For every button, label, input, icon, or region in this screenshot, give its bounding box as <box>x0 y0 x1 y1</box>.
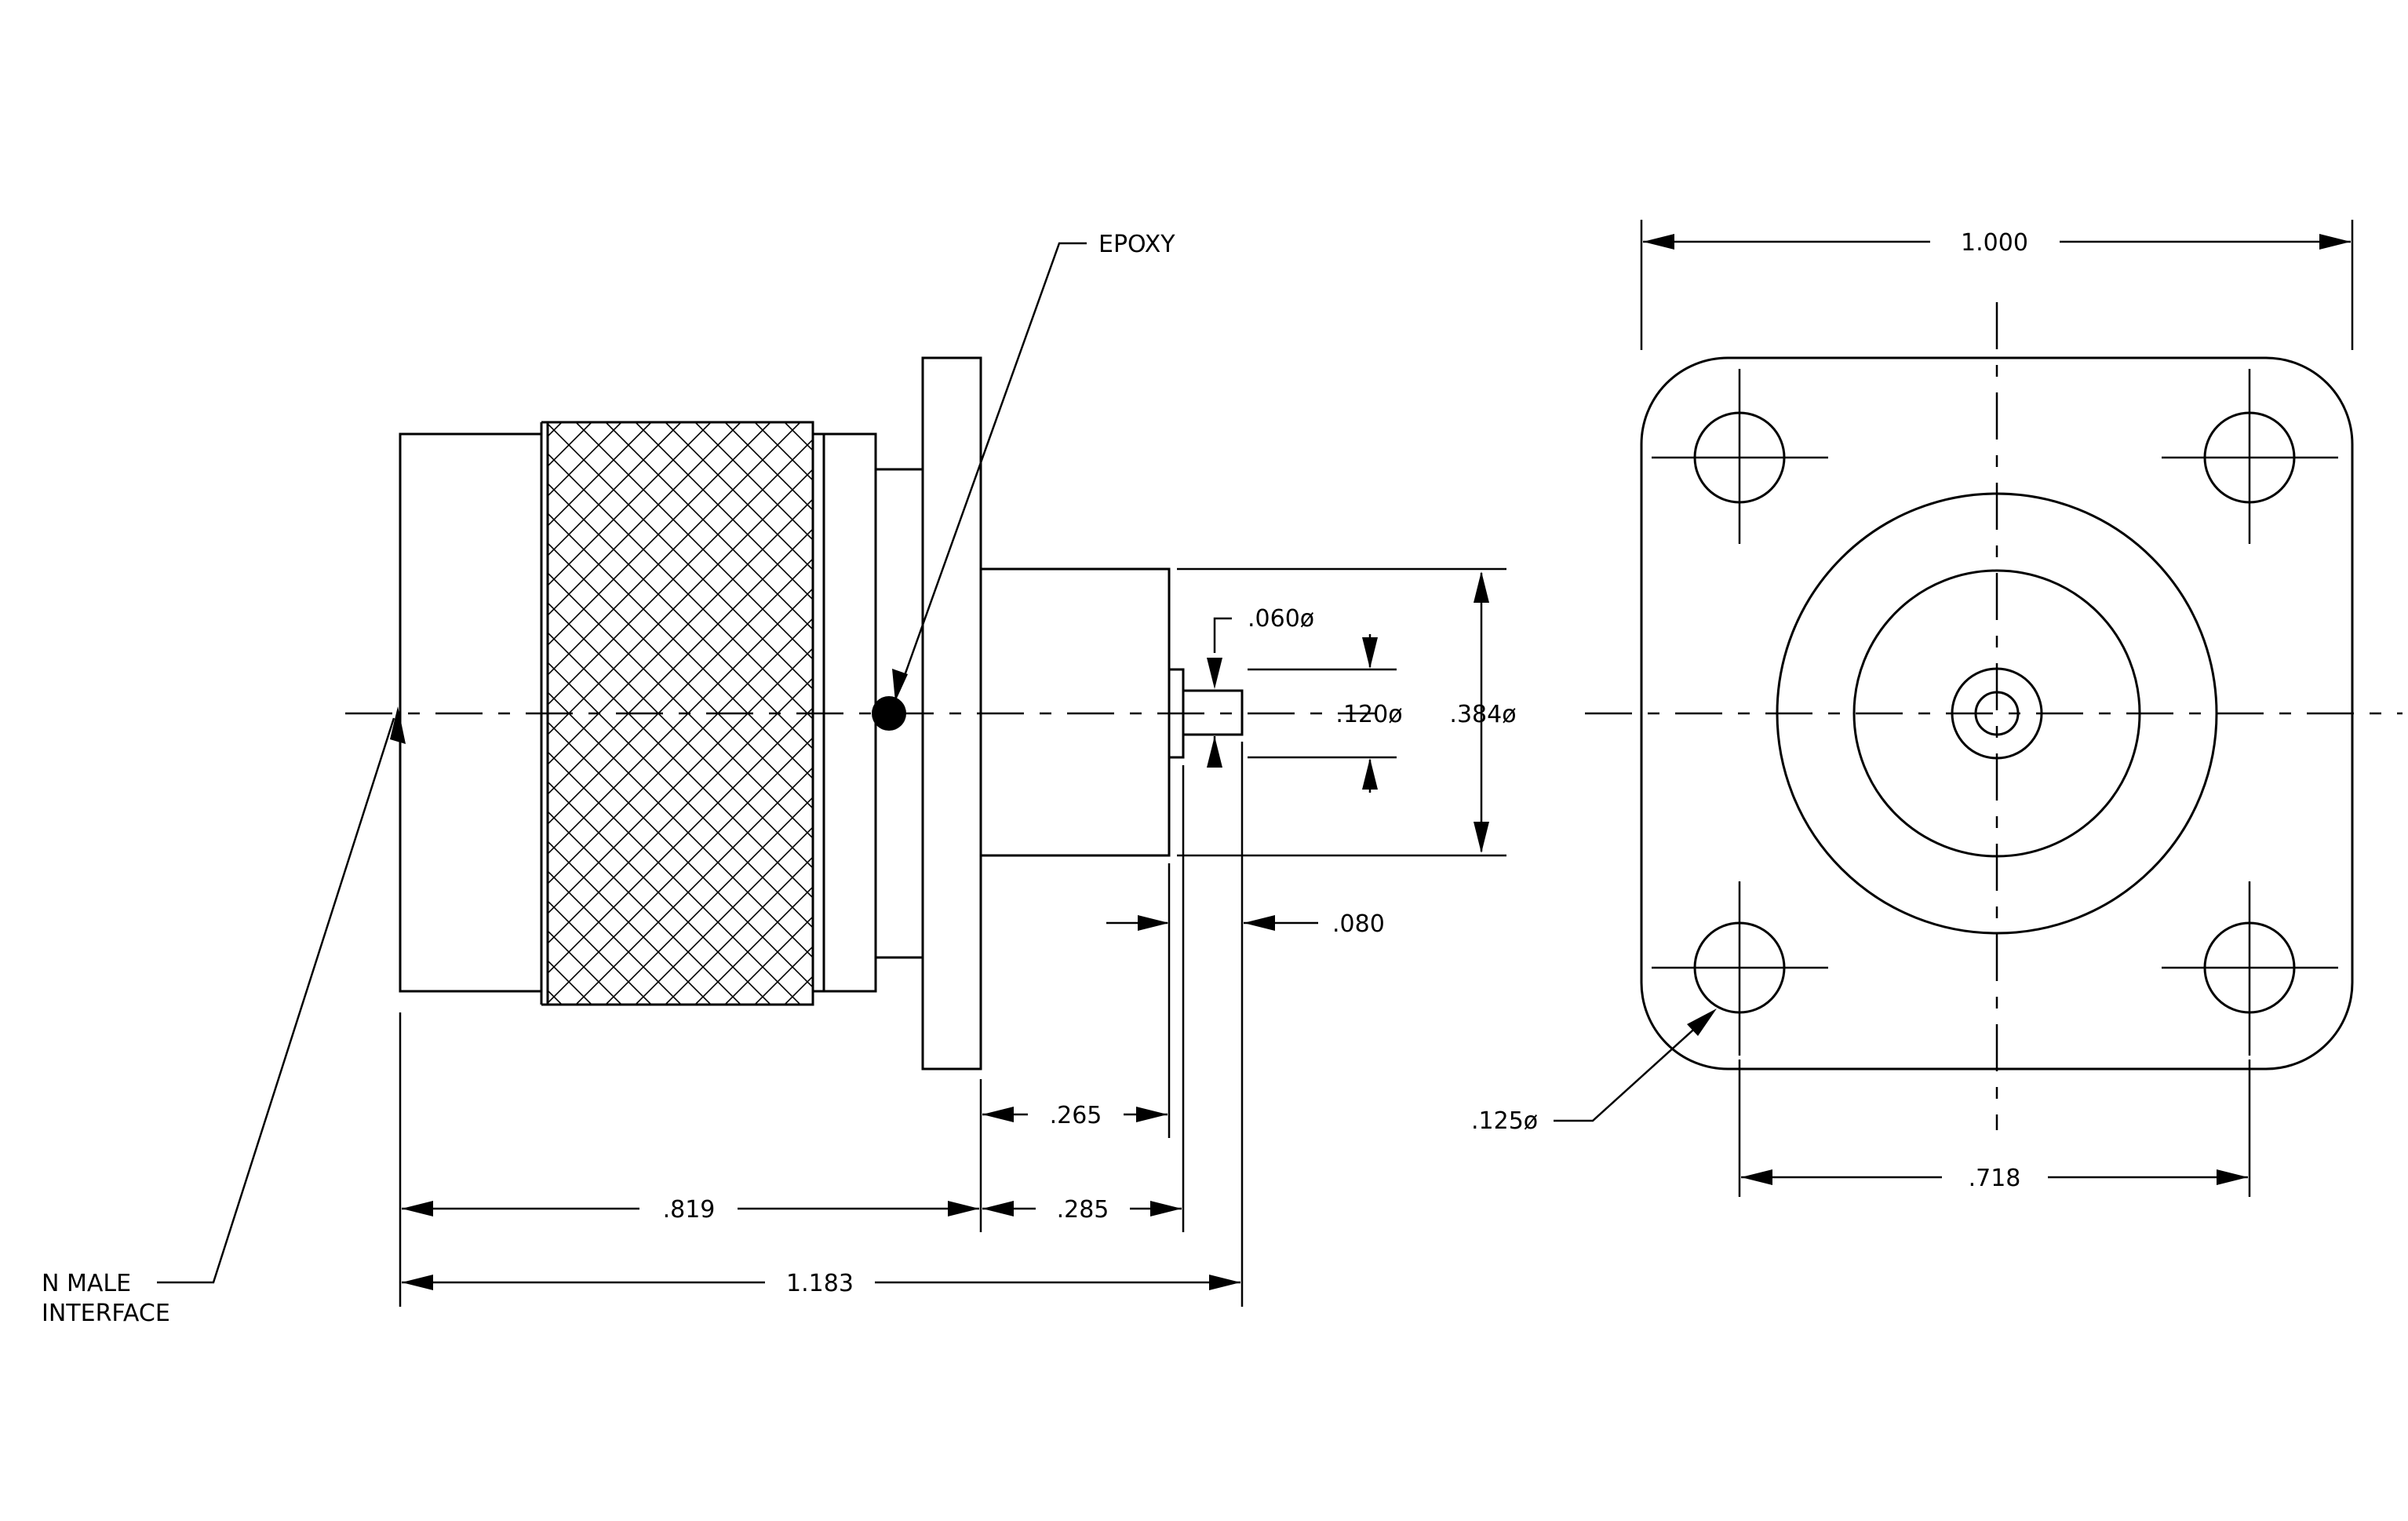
epoxy-callout: EPOXY <box>1098 231 1175 258</box>
mounting-hole-bottom-left <box>1652 881 1828 1056</box>
side-view-dimensions: .384ø .120ø .060ø .080 .265 .819 <box>42 231 1517 1327</box>
side-view <box>345 356 1377 1071</box>
dim-hole-spacing: .718 <box>1969 1165 2021 1192</box>
dim-rear-length: .285 <box>1057 1196 1109 1224</box>
n-male-callout-line2: INTERFACE <box>42 1300 170 1327</box>
mounting-hole-top-left <box>1652 369 1828 544</box>
center-pin <box>1182 689 1244 736</box>
front-view-dimensions: 1.000 .718 .125ø <box>1471 220 2354 1197</box>
knurled-coupling-nut <box>540 421 814 1006</box>
rear-body <box>979 567 1171 857</box>
dim-pin-length: .080 <box>1332 910 1385 938</box>
front-view <box>1585 302 2403 1130</box>
dim-body-length: .265 <box>1050 1102 1102 1129</box>
dim-pin-diameter: .060ø <box>1248 605 1314 633</box>
mounting-hole-top-right <box>2162 369 2338 544</box>
dim-flange-width: 1.000 <box>1961 229 2028 257</box>
dim-body-diameter: .384ø <box>1449 701 1516 728</box>
dim-insulator-diameter: .120ø <box>1335 701 1402 728</box>
mounting-hole-bottom-right <box>2162 881 2338 1056</box>
dim-hole-diameter: .125ø <box>1471 1107 1538 1135</box>
dim-overall-length: 1.183 <box>786 1270 854 1297</box>
dim-front-length: .819 <box>663 1196 716 1224</box>
knurl-hatching <box>548 422 813 1005</box>
epoxy-blob <box>872 696 906 731</box>
n-male-callout-line1: N MALE <box>42 1270 131 1297</box>
